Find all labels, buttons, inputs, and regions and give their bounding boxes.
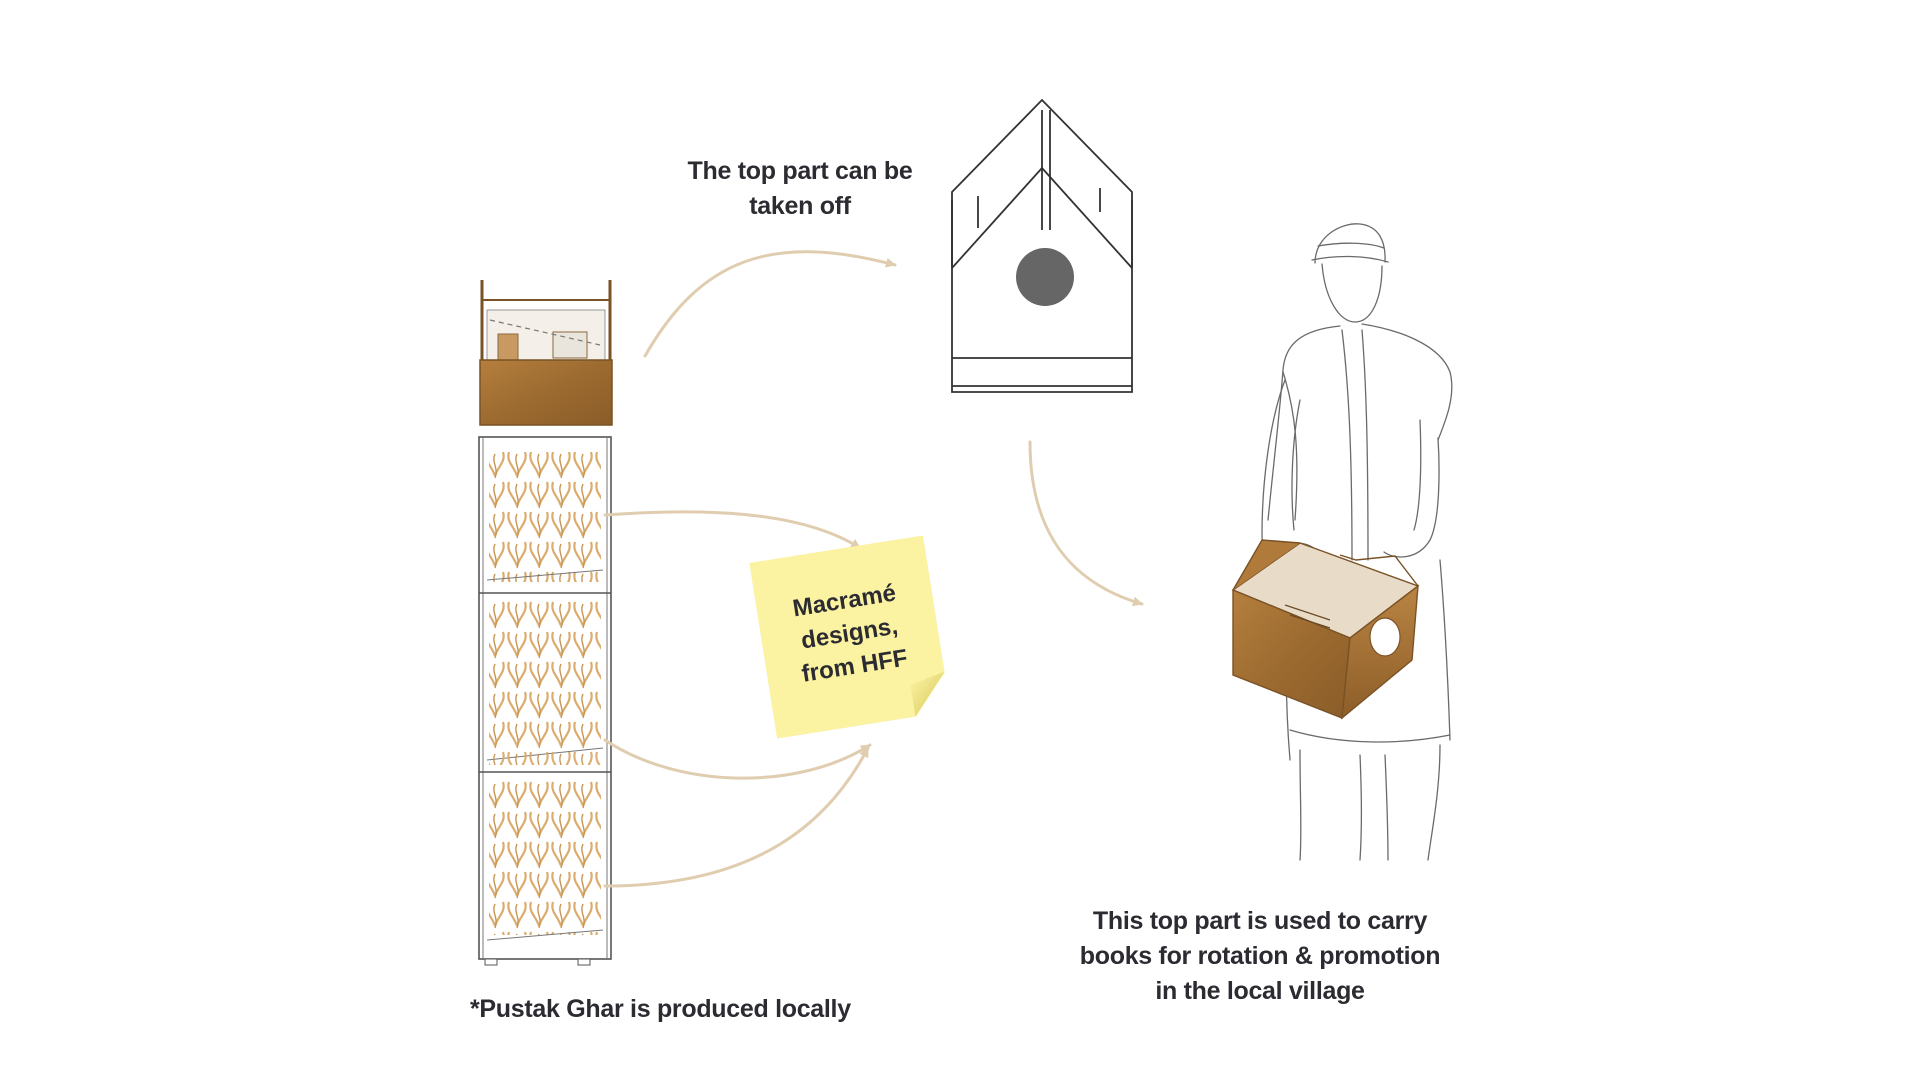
sticky-note-text: Macramé designs, from HFF xyxy=(755,571,944,696)
shelf-cabinet xyxy=(478,436,612,966)
arrow-macrame-1 xyxy=(603,510,862,550)
arrow-macrame-2 xyxy=(603,738,872,780)
removable-top-house xyxy=(951,98,1133,393)
label-carry-books: This top part is used to carry books for… xyxy=(1060,904,1460,1009)
arrow-house-to-person xyxy=(1028,440,1144,607)
arrow-top-to-house xyxy=(643,250,897,358)
carried-book-box xyxy=(1231,539,1420,720)
sticky-note: Macramé designs, from HFF xyxy=(749,535,951,738)
label-carry-line-1: This top part is used to carry xyxy=(1092,907,1428,935)
label-top-line-2: taken off xyxy=(749,192,851,220)
label-top-part: The top part can be taken off xyxy=(640,154,960,224)
shelf-top-box xyxy=(479,280,613,426)
arrow-macrame-3 xyxy=(603,746,870,888)
label-carry-line-3: in the local village xyxy=(1155,977,1365,1005)
arrows xyxy=(603,250,1144,888)
pustak-ghar-shelf xyxy=(478,280,613,966)
label-carry-line-2: books for rotation & promotion xyxy=(1079,942,1441,970)
house-hole xyxy=(1016,248,1074,306)
label-top-line-1: The top part can be xyxy=(687,157,913,185)
label-produced-locally: *Pustak Ghar is produced locally xyxy=(470,995,851,1023)
